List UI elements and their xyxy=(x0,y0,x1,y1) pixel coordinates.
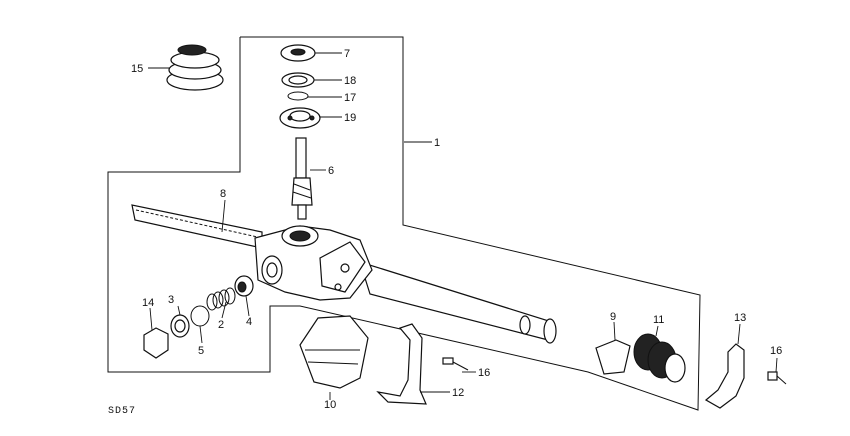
callout-6: 6 xyxy=(328,165,334,177)
mount-bolt xyxy=(442,357,469,371)
callout-17: 17 xyxy=(344,92,356,104)
callout-15: 15 xyxy=(131,63,143,75)
rack-yoke xyxy=(234,275,254,297)
gearbox-housing xyxy=(254,225,373,301)
o-ring xyxy=(190,305,210,327)
callout-7: 7 xyxy=(344,48,350,60)
callout-11: 11 xyxy=(653,314,664,326)
end-bracket xyxy=(704,343,745,409)
callout-4: 4 xyxy=(246,316,252,328)
bushing xyxy=(595,339,631,375)
washer xyxy=(281,72,315,88)
callout-14: 14 xyxy=(142,297,154,309)
callout-9: 9 xyxy=(610,311,616,323)
callout-1: 1 xyxy=(434,137,440,149)
callout-3: 3 xyxy=(168,294,174,306)
diagram-code: SD57 xyxy=(108,406,136,417)
bearing xyxy=(279,107,321,129)
rack-tube xyxy=(359,261,557,344)
end-bolt xyxy=(767,371,787,385)
assembly-outline xyxy=(107,36,701,411)
locknut xyxy=(143,327,169,359)
callout-16-end: 16 xyxy=(770,345,782,357)
snap-ring xyxy=(287,91,309,101)
mount-bracket xyxy=(376,323,427,405)
spring xyxy=(206,287,236,311)
callout-12: 12 xyxy=(452,387,464,399)
mount-cushion xyxy=(299,315,369,389)
adjusting-screw xyxy=(170,314,190,338)
dust-boot xyxy=(166,44,224,91)
rack-bar xyxy=(131,204,263,249)
leader-lines xyxy=(148,52,778,400)
callout-8: 8 xyxy=(220,188,226,200)
callout-2: 2 xyxy=(218,319,224,331)
pinion-shaft xyxy=(291,137,313,220)
callout-5: 5 xyxy=(198,345,204,357)
callout-18: 18 xyxy=(344,75,356,87)
callout-13: 13 xyxy=(734,312,746,324)
pinion-seal xyxy=(280,44,316,62)
rack-end-boot xyxy=(633,333,686,383)
callout-16-mount: 16 xyxy=(478,367,490,379)
callout-19: 19 xyxy=(344,112,356,124)
callout-10: 10 xyxy=(324,399,336,411)
